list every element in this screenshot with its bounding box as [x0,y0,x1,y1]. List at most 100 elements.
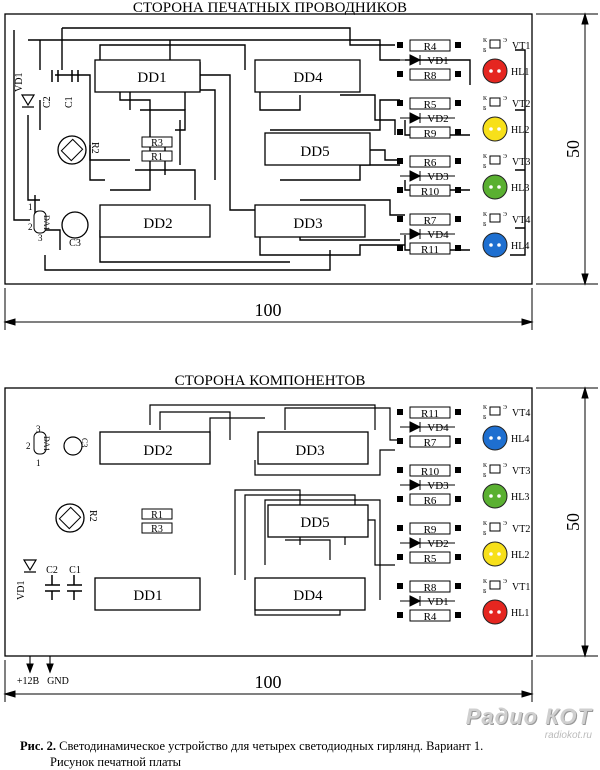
top-ch2-led-label: HL2 [511,125,529,136]
top-ch4-diode-label: VD4 [427,229,449,241]
bottom-ch1-pad [455,409,461,415]
top-ch2-diode [400,112,455,124]
top-label-r3: R3 [151,138,163,149]
bottom-ch2-pad [455,496,461,502]
bottom-ch1-resistor-bottom-label: R7 [424,437,437,449]
top-ch4-transistor-pin-b: Б [483,222,487,228]
top-ic-dd4 [254,59,361,93]
bottom-ch3-transistor-pin-e: Э [503,521,507,527]
watermark: Радио КОТ radiokot.ru [466,704,592,741]
top-ic-dd5-label: DD5 [300,144,329,160]
top-ch4-transistor [489,213,501,223]
bottom-ch1-pad [455,438,461,444]
bottom-label-pin1: 1 [36,458,41,468]
bottom-label-pin2: 2 [26,441,31,451]
top-ch1-transistor [489,39,501,49]
bottom-ch4-led-pin [489,610,493,614]
top-ic-dd2-label: DD2 [143,216,172,232]
bottom-ch4-resistor-top-label: R8 [424,582,437,594]
bottom-left-components: DA1 3 2 1 C3 R2 R1 R3 VD1 C2 C1 [16,424,173,600]
top-ch2-resistor-top-label: R5 [424,99,437,111]
top-ic-dd5 [264,132,371,166]
top-label-c2: C2 [42,96,53,108]
top-ch3-pad [455,158,461,164]
bottom-label-pin3: 3 [36,424,41,434]
top-ch4-transistor-label: VT4 [512,215,530,226]
bottom-ch2-pad [397,496,403,502]
top-traces [13,27,526,271]
bottom-label-c3: C3 [80,438,89,447]
top-ch1-transistor-pin-e: Э [503,38,507,44]
top-ch4-led-label: HL4 [511,241,529,252]
bottom-ch2-transistor [489,464,501,474]
top-ch3-diode-label: VD3 [427,171,449,183]
bottom-ch3-led-pin [497,552,501,556]
bottom-ch1-transistor-pin-e: Э [503,405,507,411]
bottom-ch1-transistor-label: VT4 [512,408,530,419]
bottom-ch4-pad [397,583,403,589]
top-label-vd1: VD1 [14,73,25,92]
top-ch1-led-pin [497,69,501,73]
bottom-label-c1: C1 [69,565,81,576]
bottom-ch1-diode-label: VD4 [427,422,449,434]
bottom-ch3-transistor-label: VT2 [512,524,530,535]
top-ch1-resistor-bottom [409,68,451,81]
top-board-group: СТОРОНА ПЕЧАТНЫХ ПРОВОДНИКОВ [3,0,598,330]
top-ch4-pad [455,216,461,222]
bottom-ch4-transistor-pin-k: К [483,579,488,585]
top-ch3-diode [400,170,455,182]
bottom-ch1-led-pin [497,436,501,440]
top-ic-dd2 [99,204,211,238]
bottom-ch1-diode [400,421,455,433]
bottom-ch2-led-pin [489,494,493,498]
top-reg-da1 [33,210,47,234]
top-cap-c3 [61,211,89,239]
top-dim-height: 50 [563,140,583,158]
bottom-ch3-diode-label: VD2 [427,538,448,550]
bottom-ch2-diode [400,479,455,491]
top-ch3-transistor [489,155,501,165]
top-ch2-led-pin [497,127,501,131]
top-ch2-transistor-label: VT2 [512,99,530,110]
bottom-ic-dd5-label: DD5 [300,515,329,531]
top-ch3-pad [397,187,403,193]
bottom-board-title: СТОРОНА КОМПОНЕНТОВ [175,373,366,389]
bottom-ch3-pad [397,525,403,531]
bottom-ic-dd1 [94,577,201,611]
bottom-ch3-pad [455,554,461,560]
top-ch4-pad [397,245,403,251]
top-ch3-pad [397,158,403,164]
top-ch1-pad [455,71,461,77]
top-ch4-pad [455,245,461,251]
top-ch4-resistor-top [409,213,451,226]
caption-figure-number: Рис. 2. [20,739,57,753]
top-label-c3: C3 [69,238,81,249]
bottom-ch2-transistor-pin-k: К [483,463,488,469]
top-ch1-resistor-top-label: R4 [424,41,437,53]
top-label-r1: R1 [151,152,163,163]
top-ch2-resistor-bottom-label: R9 [424,128,437,140]
bottom-ch1-transistor-pin-b: Б [483,415,487,421]
top-ch3-transistor-pin-e: Э [503,154,507,160]
top-ch4-led-pin [489,243,493,247]
top-dimensions [3,12,598,330]
bottom-dimensions [3,386,598,702]
bottom-ch4-led [482,599,508,625]
bottom-ic-dd2-label: DD2 [143,443,172,459]
top-ch3-pad [455,187,461,193]
bottom-ch1-pad [397,409,403,415]
top-label-da1: DA1 [42,215,51,231]
top-ch4-pad [397,216,403,222]
top-left-components: VD1 C2 C1 R2 C3 DA1 1 2 3 R3 R1 [14,70,173,249]
top-diode-vd1 [20,94,36,108]
top-resistor-r3 [141,136,173,148]
top-label-pin1: 1 [28,202,33,212]
bottom-ch4-led-label: HL1 [511,608,529,619]
bottom-ch2-transistor-label: VT3 [512,466,530,477]
bottom-ch1-transistor [489,406,501,416]
watermark-title: Радио КОТ [465,704,592,729]
top-ch2-led [482,116,508,142]
bottom-ch4-transistor [489,580,501,590]
